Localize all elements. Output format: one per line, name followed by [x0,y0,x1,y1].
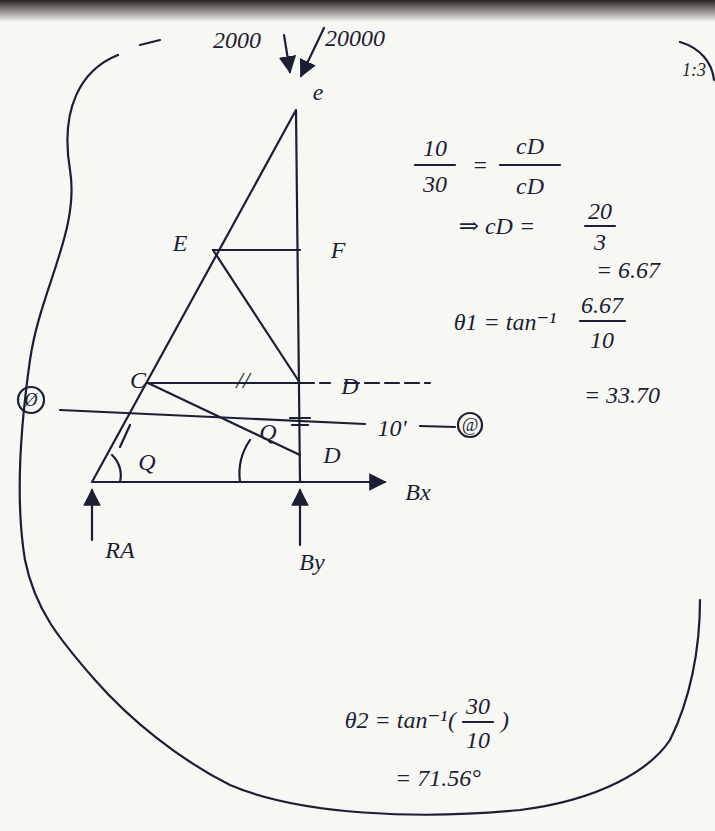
handwritten-label: 30 [423,172,447,196]
handwritten-label: // [236,368,249,392]
handwritten-label: cD [516,174,544,198]
handwritten-label: 3 [594,230,606,254]
handwritten-label: 10 [423,136,447,160]
handwritten-label: = 71.56° [395,766,481,790]
handwritten-label: @ [462,416,479,434]
handwritten-label: 10 [590,328,614,352]
handwritten-label: F [331,238,346,262]
handwritten-label: 10 [466,728,490,752]
handwritten-label: By [299,550,324,574]
handwritten-label: θ1 = tan⁻¹ [454,310,557,334]
handwritten-label: ⇒ cD = [459,214,535,238]
handwritten-label: = 6.67 [596,258,660,282]
handwritten-label: 6.67 [581,293,623,317]
handwritten-label: E [173,231,188,255]
handwritten-label: 30 [466,694,490,718]
handwritten-label: Bx [405,480,430,504]
handwritten-label: D [323,443,340,467]
handwritten-label: = [472,153,488,177]
handwritten-label: 2000 [213,28,261,52]
handwritten-label: θ2 = tan⁻¹ [345,708,448,732]
handwritten-label: ) [501,708,509,732]
handwritten-label: 20000 [325,26,385,50]
handwritten-label: 20 [588,199,612,223]
handwritten-label: Ø [25,391,38,409]
handwritten-label: = 33.70 [584,383,660,407]
handwritten-label: RA [105,538,134,562]
handwritten-label: cD [516,134,544,158]
handwritten-label: 10' [377,416,406,440]
handwritten-label: Q [138,450,155,474]
handwritten-label: C [130,368,146,392]
handwritten-label: ( [448,708,456,732]
handwritten-label: 1:3 [682,61,706,79]
handwritten-label: Q [259,420,276,444]
handwritten-label: D [341,374,358,398]
handwritten-label: e [313,80,324,104]
